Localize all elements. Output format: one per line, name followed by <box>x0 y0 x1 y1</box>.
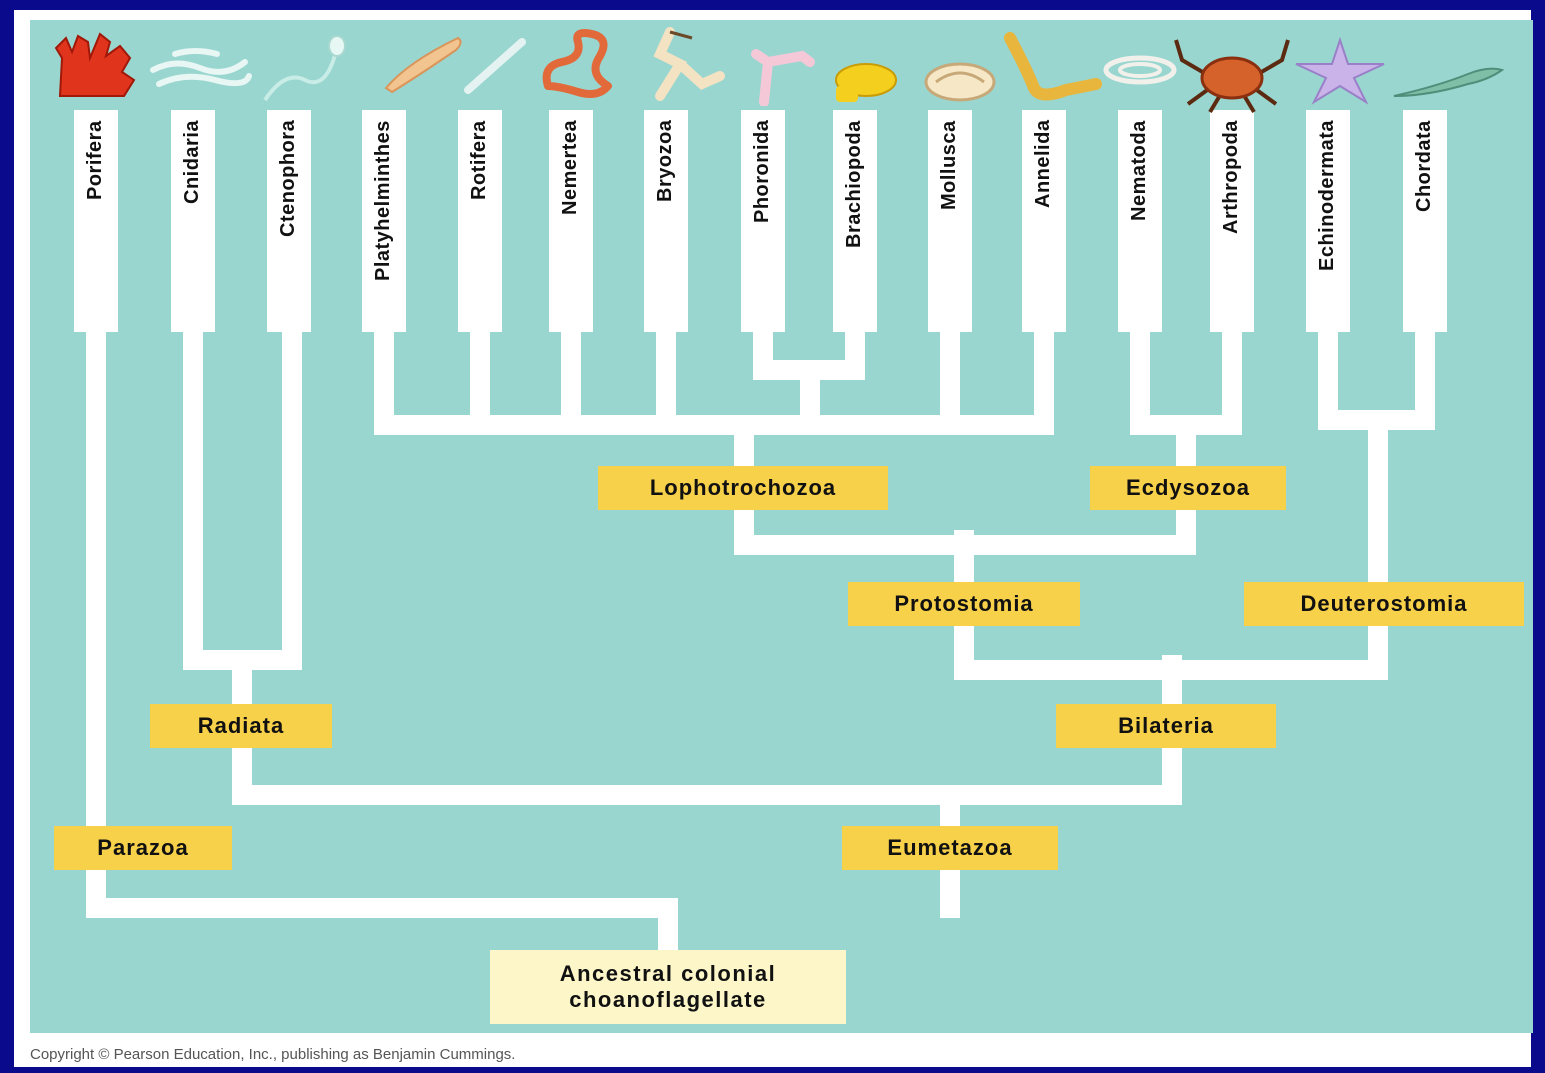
lancelet-icon <box>1393 67 1505 97</box>
column-echinodermata <box>1306 110 1350 332</box>
copyright-notice: Copyright © Pearson Education, Inc., pub… <box>30 1046 516 1063</box>
root-label-line1: Ancestral colonial <box>559 961 777 986</box>
taxon-label-ctenophora: Ctenophora <box>277 119 299 237</box>
column-rotifera <box>458 110 502 332</box>
crab-icon <box>1174 39 1290 114</box>
snail-icon <box>924 62 996 102</box>
column-mollusca <box>928 110 972 332</box>
column-ctenophora <box>267 110 311 332</box>
earthworm-icon <box>1004 32 1102 101</box>
taxon-label-annelida: Annelida <box>1032 119 1054 208</box>
column-cnidaria <box>171 110 215 332</box>
sponge-icon <box>54 32 136 97</box>
column-nemertea <box>549 110 593 332</box>
branch-radiata-bilateria <box>232 655 1182 805</box>
column-nematoda <box>1118 110 1162 332</box>
ribbon-worm-icon <box>542 29 612 98</box>
column-platyhelminthes <box>362 110 406 332</box>
column-chordata <box>1403 110 1447 332</box>
clade-label-deuterostomia: Deuterostomia <box>1244 582 1524 626</box>
clade-label-radiata: Radiata <box>150 704 332 748</box>
taxon-label-porifera: Porifera <box>84 120 106 200</box>
phoronid-icon <box>751 49 815 106</box>
column-arthropoda <box>1210 110 1254 332</box>
clade-label-parazoa: Parazoa <box>54 826 232 870</box>
bryozoan-icon <box>653 27 725 101</box>
clade-label-bilateria: Bilateria <box>1056 704 1276 748</box>
branch-porifera <box>86 320 678 918</box>
column-bryozoa <box>644 110 688 332</box>
taxon-columns <box>74 110 1447 332</box>
taxon-label-nematoda: Nematoda <box>1128 120 1150 221</box>
rotifer-icon <box>464 38 526 94</box>
taxon-label-bryozoa: Bryozoa <box>654 119 676 202</box>
branch-lophotrochozoa-comb <box>374 320 1054 435</box>
jellyfish-icon <box>150 48 252 87</box>
root-label-line2: choanoflagellate <box>569 987 767 1012</box>
column-phoronida <box>741 110 785 332</box>
clade-label-eumetazoa: Eumetazoa <box>842 826 1058 870</box>
root-label-ancestor: Ancestral colonial choanoflagellate <box>490 950 846 1024</box>
taxon-label-phoronida: Phoronida <box>751 119 773 223</box>
clade-label-ecdysozoa: Ecdysozoa <box>1090 466 1286 510</box>
brachiopod-icon <box>835 63 897 102</box>
taxon-label-brachiopoda: Brachiopoda <box>843 120 865 248</box>
branch-deuterostomia-fork <box>1318 320 1435 430</box>
clade-label-lophotrochozoa: Lophotrochozoa <box>598 466 888 510</box>
branch-ecdysozoa-fork <box>1130 320 1242 435</box>
column-porifera <box>74 110 118 332</box>
comb-jelly-icon <box>263 35 346 102</box>
column-annelida <box>1022 110 1066 332</box>
flatworm-icon <box>384 36 462 94</box>
taxon-label-mollusca: Mollusca <box>938 120 960 210</box>
starfish-icon <box>1295 36 1385 105</box>
taxon-label-platyhelminthes: Platyhelminthes <box>372 120 394 281</box>
column-brachiopoda <box>833 110 877 332</box>
clade-label-protostomia: Protostomia <box>848 582 1080 626</box>
taxon-label-cnidaria: Cnidaria <box>181 119 203 204</box>
taxon-label-rotifera: Rotifera <box>468 120 490 200</box>
taxon-label-chordata: Chordata <box>1413 120 1435 212</box>
taxon-label-arthropoda: Arthropoda <box>1220 120 1242 234</box>
roundworm-icon <box>1103 55 1177 85</box>
branch-radiata-fork <box>183 320 302 670</box>
taxon-label-echinodermata: Echinodermata <box>1316 120 1338 271</box>
taxon-label-nemertea: Nemertea <box>559 119 581 215</box>
